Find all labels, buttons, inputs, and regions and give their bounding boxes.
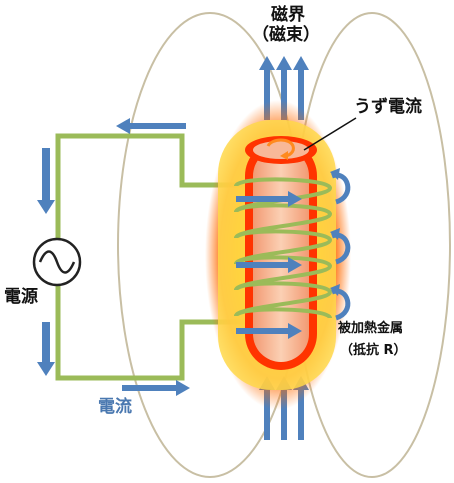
induction-coil (234, 177, 333, 320)
flux-arrows-top (259, 56, 309, 120)
current-arrow-left-top (37, 148, 55, 214)
ac-source-icon (32, 237, 82, 287)
eddy-current-leader (303, 117, 357, 151)
circuit-wires (55, 133, 245, 381)
current-arrow-top (116, 118, 186, 134)
magnetic-field-text: 磁界 (271, 5, 305, 25)
workpiece-label: 被加熱金属 (338, 321, 404, 336)
eddy-current-arrow (266, 138, 295, 158)
current-arrow-left-bottom (37, 322, 55, 376)
resistance-label: （抵抗 R） (340, 343, 407, 358)
wire-top (55, 133, 245, 255)
magnetic-field-label: 磁界 （磁束） (252, 5, 320, 45)
current-label: 電流 (98, 397, 132, 417)
wire-bottom (55, 285, 245, 381)
current-arrows (37, 118, 190, 396)
current-arrow-bottom (122, 380, 190, 396)
power-source-label: 電源 (4, 287, 38, 307)
coil-current-arrows (236, 191, 302, 339)
magnetic-flux-text: （磁束） (252, 24, 320, 45)
eddy-current-label: うず電流 (354, 97, 422, 117)
